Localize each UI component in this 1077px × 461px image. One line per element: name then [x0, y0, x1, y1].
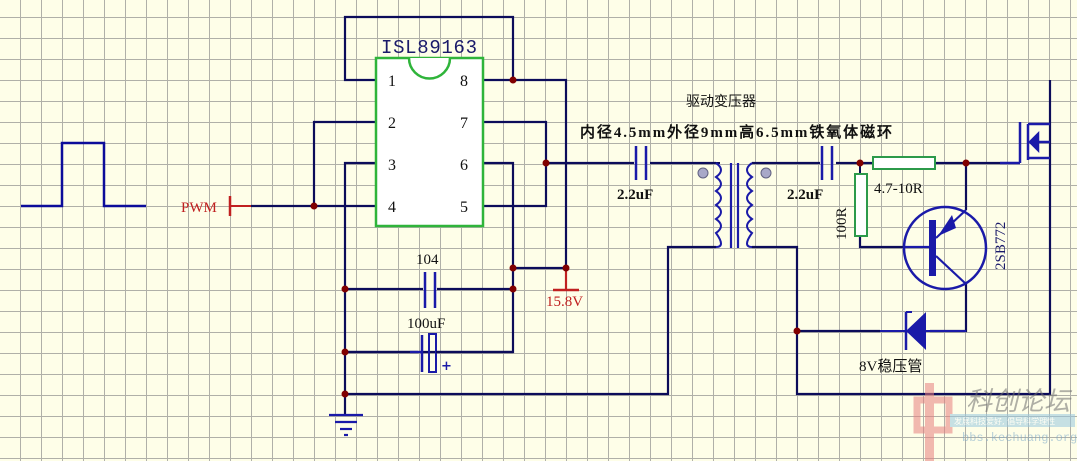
watermark-brand: 科创论坛: [966, 387, 1073, 416]
capacitor-coupling-primary: 2.2uF: [617, 146, 653, 203]
transistor-2sb772: 2SB772: [902, 205, 1009, 291]
capacitor-coupling-secondary-label: 2.2uF: [787, 187, 823, 203]
supply-15v8: 15.8V: [546, 268, 583, 310]
capacitor-104-label: 104: [416, 252, 439, 268]
ic-pin-5: 5: [460, 199, 468, 216]
resistor-series: 4.7-10R: [872, 156, 936, 197]
resistor-shunt: 100R: [834, 163, 868, 240]
ic-pin-4: 4: [388, 199, 396, 216]
pwm-port: PWM: [181, 196, 251, 216]
polarity-plus: +: [441, 359, 452, 374]
ic-pin-6: 6: [460, 157, 468, 174]
zener-diode: 8V稳压管: [859, 311, 966, 375]
pwm-waveform: [21, 141, 146, 208]
watermark-logo: [925, 383, 934, 461]
resistor-shunt-label: 100R: [834, 207, 850, 240]
pwm-label: PWM: [181, 200, 217, 216]
capacitor-100uf-label: 100uF: [407, 316, 445, 332]
ic-pin-3: 3: [388, 157, 396, 174]
transformer-title: 驱动变压器: [686, 94, 756, 110]
ic-pin-1: 1: [388, 73, 396, 90]
supply-label: 15.8V: [546, 294, 583, 310]
watermark-url: bbs.kechuang.org: [962, 431, 1077, 445]
capacitor-100uf: 100uF +: [407, 316, 513, 374]
ic-pin-8: 8: [460, 73, 468, 90]
drive-transformer: 驱动变压器 内径4.5mm外径9mm高6.5mm铁氧体磁环: [580, 94, 892, 248]
ic-pin-2: 2: [388, 115, 396, 132]
ground-symbol: [329, 413, 363, 437]
capacitor-coupling-primary-label: 2.2uF: [617, 187, 653, 203]
transformer-spec: 内径4.5mm外径9mm高6.5mm铁氧体磁环: [580, 123, 892, 141]
wires: [251, 15, 1052, 415]
ic-pin-7: 7: [460, 115, 468, 132]
junctions: [310, 76, 970, 398]
ic-name: ISL89163: [381, 37, 477, 59]
mosfet: [1000, 122, 1050, 165]
watermark: 科创论坛 发展科技爱好, 倡导科学理性 bbs.kechuang.org: [913, 383, 1077, 461]
capacitor-104: 104: [416, 252, 439, 308]
capacitor-coupling-secondary: 2.2uF: [787, 146, 834, 203]
resistor-series-label: 4.7-10R: [874, 181, 923, 197]
ic-isl89163: ISL89163 1 2 3 4 8 7 6 5: [374, 37, 485, 228]
watermark-tagline: 发展科技爱好, 倡导科学理性: [954, 416, 1055, 426]
transistor-label: 2SB772: [993, 222, 1009, 270]
zener-label: 8V稳压管: [859, 358, 922, 375]
